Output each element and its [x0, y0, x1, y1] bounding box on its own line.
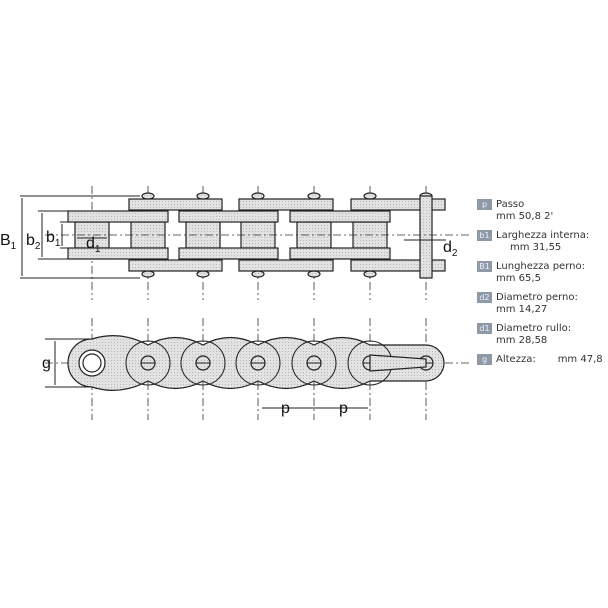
- pin-head: [251, 192, 265, 200]
- outer-plate: [128, 259, 223, 272]
- svg-text:b1: b1: [46, 229, 61, 249]
- legend-label: Larghezza interna:: [496, 230, 590, 241]
- inner-plate: [67, 210, 169, 223]
- pin-head: [307, 270, 321, 278]
- legend-item: d1 Diametro rullo:mm 28,58: [477, 323, 608, 347]
- outer-plate: [238, 259, 334, 272]
- legend-label: Altezza:: [496, 354, 536, 365]
- outer-plate: [350, 259, 446, 272]
- legend-item: d2 Diametro perno:mm 14,27: [477, 292, 608, 316]
- inner-plate: [289, 210, 391, 223]
- pin-head: [141, 192, 155, 200]
- pin-head: [196, 192, 210, 200]
- legend-badge: d1: [477, 323, 492, 334]
- svg-text:d1: d1: [86, 235, 101, 255]
- legend-label: Diametro perno:: [496, 292, 578, 303]
- legend-value: mm 31,55: [510, 242, 562, 253]
- pin-head: [307, 192, 321, 200]
- legend-badge: b1: [477, 230, 492, 241]
- svg-text:d2: d2: [443, 239, 458, 259]
- pin-head: [196, 270, 210, 278]
- legend-label: Lunghezza perno:: [496, 261, 585, 272]
- legend-item: b1 Larghezza interna:mm 31,55: [477, 230, 608, 254]
- dimension-labels: B1 b2 b1 d1 d2 g p p: [0, 229, 458, 417]
- svg-text:b2: b2: [26, 232, 41, 252]
- legend-badge: d2: [477, 292, 492, 303]
- roller: [74, 221, 110, 249]
- legend-value: mm 65,5: [496, 273, 541, 284]
- plate-contour: [235, 340, 281, 386]
- outer-plate: [128, 198, 223, 211]
- inner-plate: [178, 247, 279, 260]
- plate-contour: [180, 340, 226, 386]
- legend-badge: p: [477, 199, 492, 210]
- pin-head: [251, 270, 265, 278]
- legend-value: mm 14,27: [496, 304, 548, 315]
- legend-item: B1 Lunghezza perno:mm 65,5: [477, 261, 608, 285]
- legend-item: g Altezza: mm 47,8: [477, 354, 608, 366]
- inner-plate: [67, 247, 169, 260]
- outer-plate: [350, 198, 446, 211]
- legend-value: mm 50,8 2': [496, 211, 554, 222]
- legend-value: mm 28,58: [496, 335, 548, 346]
- inner-plate: [178, 210, 279, 223]
- pin-head: [141, 270, 155, 278]
- svg-text:g: g: [42, 355, 51, 372]
- pin-head: [363, 192, 377, 200]
- outer-plate: [238, 198, 334, 211]
- spring-clip: [369, 354, 427, 372]
- svg-text:p: p: [339, 400, 348, 417]
- legend-label: Diametro rullo:: [496, 323, 572, 334]
- end-pin: [419, 195, 433, 279]
- pin-head: [363, 270, 377, 278]
- legend-badge: B1: [477, 261, 492, 272]
- top-view: [20, 186, 470, 300]
- svg-text:B1: B1: [0, 232, 17, 252]
- legend-value: mm 47,8: [557, 354, 603, 365]
- legend-label: Passo: [496, 199, 525, 210]
- bore: [82, 353, 102, 373]
- side-view: [45, 318, 470, 420]
- svg-text:p: p: [281, 400, 290, 417]
- inner-plate: [289, 247, 391, 260]
- plate-contour: [291, 340, 337, 386]
- legend-badge: g: [477, 354, 492, 365]
- plate-contour: [125, 340, 171, 386]
